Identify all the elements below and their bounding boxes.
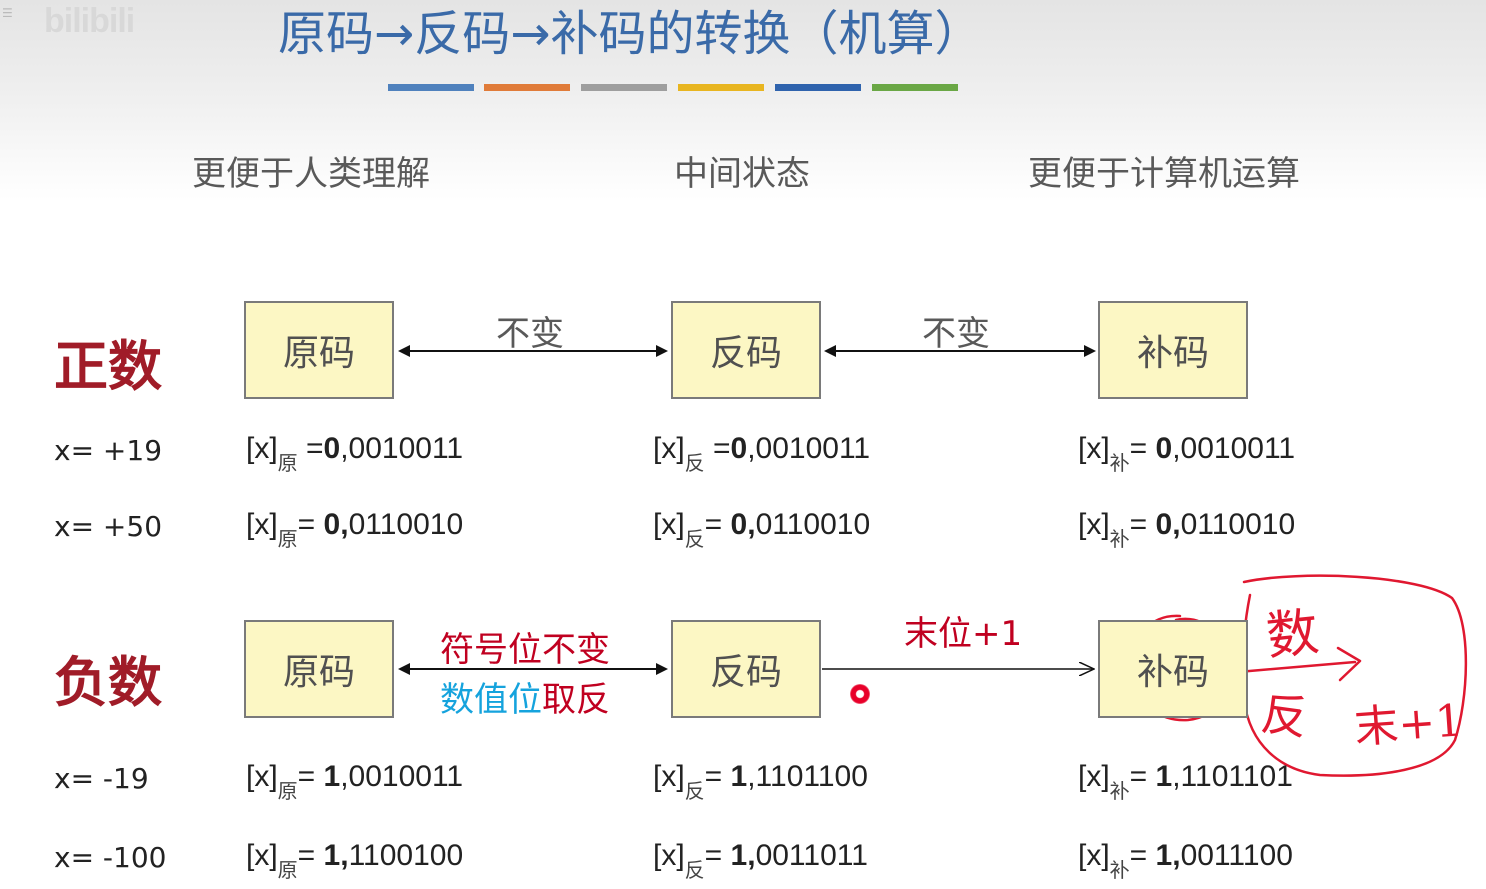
concept-intermediate: 中间状态: [674, 154, 810, 194]
neg-row2-x: x= -100: [54, 841, 167, 874]
title-bar-3: [581, 84, 667, 91]
pos-row1-twos: [x]补= 0,0010011: [1078, 432, 1296, 475]
numeric-bits-text: 数值位: [440, 680, 542, 720]
pos-row2-ones: [x]反= 0,0110010: [653, 508, 871, 551]
neg-arrow1-line2: 数值位取反: [440, 672, 610, 721]
pos-row2-x: x= +50: [54, 510, 163, 543]
title-bar-5: [775, 84, 861, 91]
concept-human: 更便于人类理解: [192, 154, 430, 194]
neg-row2-ones: [x]反= 1,0011011: [653, 839, 868, 882]
handwriting-line2: 反: [1258, 686, 1312, 746]
handwriting-line3: 末+1: [1352, 695, 1465, 754]
title-bar-2: [484, 84, 570, 91]
slide-title: 原码→反码→补码的转换（机算）: [278, 6, 983, 62]
neg-row2-twos: [x]补= 1,0011100: [1078, 839, 1293, 882]
pos-box-ones: 反码: [671, 301, 821, 399]
pos-arrow1-label: 不变: [496, 314, 564, 354]
negative-label: 负数: [54, 651, 162, 714]
header-background: [0, 0, 1486, 200]
invert-text: 取反: [542, 680, 610, 720]
concept-computer: 更便于计算机运算: [1028, 154, 1300, 194]
neg-box-ones: 反码: [671, 620, 821, 718]
watermark-logo: bilibili: [44, 2, 135, 40]
neg-box-original: 原码: [244, 620, 394, 718]
pos-box-twos: 补码: [1098, 301, 1248, 399]
pos-row1-x: x= +19: [54, 434, 163, 467]
positive-label: 正数: [54, 335, 162, 398]
menu-icon[interactable]: ☰: [2, 6, 13, 20]
pos-row2-twos: [x]补= 0,0110010: [1078, 508, 1296, 551]
neg-arrow2-label: 末位+1: [904, 614, 1023, 654]
neg-row2-original: [x]原= 1,1100100: [246, 839, 464, 882]
handwriting-line1: 数: [1263, 602, 1322, 668]
neg-row1-twos: [x]补= 1,1101101: [1078, 760, 1293, 803]
pos-box-original: 原码: [244, 301, 394, 399]
pos-arrow2-label: 不变: [922, 314, 990, 354]
title-bar-1: [388, 84, 474, 91]
pos-row1-original: [x]原 =0,0010011: [246, 432, 464, 475]
neg-box-twos: 补码: [1098, 620, 1248, 718]
laser-pointer: [850, 684, 870, 704]
neg-row1-ones: [x]反= 1,1101100: [653, 760, 868, 803]
neg-row1-original: [x]原= 1,0010011: [246, 760, 464, 803]
neg-row1-x: x= -19: [54, 762, 149, 795]
pos-row1-ones: [x]反 =0,0010011: [653, 432, 871, 475]
pos-row2-original: [x]原= 0,0110010: [246, 508, 464, 551]
title-bar-6: [872, 84, 958, 91]
title-bar-4: [678, 84, 764, 91]
neg-arrow1-line1: 符号位不变: [440, 630, 610, 670]
